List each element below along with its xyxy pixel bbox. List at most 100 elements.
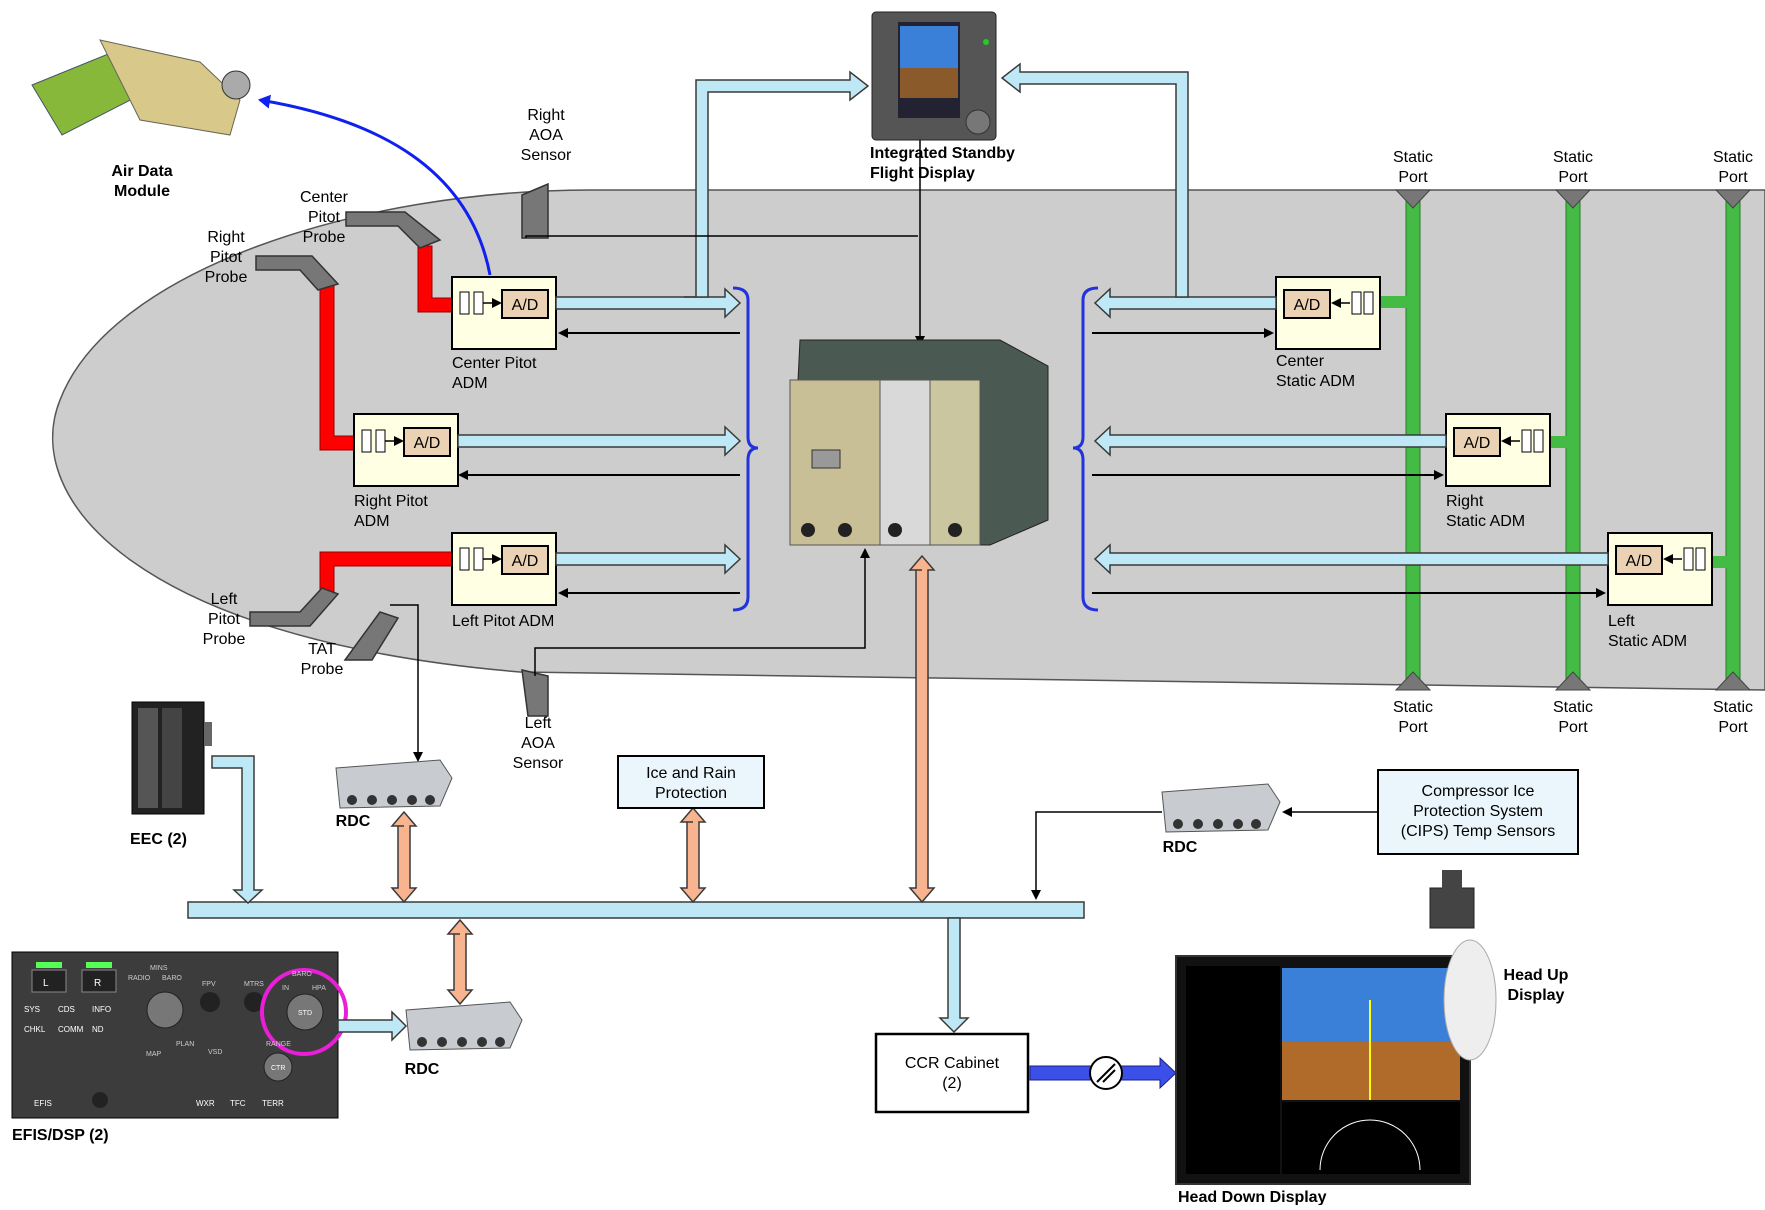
label-line: Sensor	[521, 147, 572, 164]
label-line: Ice and Rain	[646, 765, 736, 782]
label-rdc: RDC	[1163, 839, 1198, 856]
label-line: Protection	[655, 785, 727, 802]
center-pitot-adm-box	[452, 277, 556, 349]
eec-device	[132, 702, 212, 814]
efis-knob-label: STD	[298, 1010, 312, 1017]
rdc-device	[1162, 784, 1280, 832]
efis-bottom-button: EFIS	[34, 1099, 52, 1108]
label-eec: EEC (2)	[130, 831, 187, 848]
label-line: Probe	[205, 269, 248, 286]
efis-button: ND	[92, 1025, 104, 1034]
ccr-cabinet-box	[876, 1034, 1028, 1112]
central-computer	[790, 340, 1048, 545]
label-line: AOA	[521, 735, 555, 752]
label-line: Static ADM	[1608, 633, 1687, 650]
efis-button: INFO	[92, 1005, 111, 1014]
static-port-label: Port	[1398, 719, 1428, 736]
label-line: (CIPS) Temp Sensors	[1401, 823, 1555, 840]
efis-button: CDS	[58, 1005, 75, 1014]
left-pitot-adm-box	[452, 533, 556, 605]
label-air-data-module: Air Data Module	[111, 163, 172, 200]
static-port-label: Static	[1553, 149, 1593, 166]
label-rdc: RDC	[336, 813, 371, 830]
label-line: Module	[114, 183, 170, 200]
label-line: Pitot	[308, 209, 341, 226]
efis-button: COMM	[58, 1025, 84, 1034]
static-port-label: Port	[1398, 169, 1428, 186]
static-port-label: Port	[1718, 169, 1748, 186]
label-right-aoa: Right AOA Sensor	[521, 107, 572, 164]
label-hdd: Head Down Display	[1178, 1189, 1327, 1205]
label-line: Protection System	[1413, 803, 1543, 820]
efis-button: CHKL	[24, 1025, 46, 1034]
label-rdc: RDC	[405, 1061, 440, 1078]
right-static-adm-box	[1446, 414, 1550, 486]
label-line: Center	[300, 189, 349, 206]
label-line: ADM	[452, 375, 488, 392]
label-line: Right Pitot	[354, 493, 428, 510]
label-line: Flight Display	[870, 165, 975, 182]
label-tat-probe: TAT Probe	[301, 641, 344, 678]
label-line: CCR Cabinet	[905, 1055, 1000, 1072]
label-line: Probe	[203, 631, 246, 648]
label-line: AOA	[529, 127, 563, 144]
label-line: Right	[527, 107, 565, 124]
efis-knob-label: MINS	[150, 965, 168, 972]
efis-knob-label: PLAN	[176, 1041, 194, 1048]
label-line: Static ADM	[1446, 513, 1525, 530]
ad-label: A/D	[512, 553, 539, 570]
label-line: Pitot	[208, 611, 241, 628]
label-line: Left	[525, 715, 552, 732]
ad-label: A/D	[414, 435, 441, 452]
label-line: Compressor Ice	[1422, 783, 1535, 800]
label-line: TAT	[308, 641, 336, 658]
efis-knob-label: MAP	[146, 1051, 162, 1058]
label-line: Air Data	[111, 163, 172, 180]
efis-knob-label: BARO	[292, 971, 312, 978]
efis-knob-label: VSD	[208, 1049, 222, 1056]
label-line: Left	[211, 591, 238, 608]
label-hud: Head Up Display	[1504, 967, 1569, 1004]
ad-label: A/D	[1464, 435, 1491, 452]
label-line: Pitot	[210, 249, 243, 266]
rdc-to-bus-line	[1036, 812, 1162, 898]
bus-to-ccr-arrow	[940, 918, 968, 1032]
label-line: Probe	[301, 661, 344, 678]
left-aoa-sensor-icon	[522, 670, 548, 716]
air-data-module-device	[32, 40, 250, 135]
center-static-adm-box	[1276, 277, 1380, 349]
static-port-label: Static	[1393, 699, 1433, 716]
label-line: Right	[207, 229, 245, 246]
label-line: Head Up	[1504, 967, 1569, 984]
label-line: Center	[1276, 353, 1325, 370]
label-line: Center Pitot	[452, 355, 537, 372]
eec-to-bus-arrow	[212, 756, 262, 903]
efis-bottom-button: TERR	[262, 1099, 284, 1108]
efis-knob-label: RADIO	[128, 975, 151, 982]
efis-bottom-button: WXR	[196, 1099, 215, 1108]
label-line: Sensor	[513, 755, 564, 772]
static-port-label: Port	[1558, 719, 1588, 736]
head-down-display-device	[1176, 956, 1470, 1184]
label-line: (2)	[942, 1075, 962, 1092]
label-left-pitot-adm: Left Pitot ADM	[452, 613, 554, 630]
label-line: Probe	[303, 229, 346, 246]
left-static-adm-box	[1608, 533, 1712, 605]
rdc-device	[336, 760, 452, 808]
ad-label: A/D	[1294, 297, 1321, 314]
efis-button: SYS	[24, 1005, 40, 1014]
efis-knob-label: BARO	[162, 975, 182, 982]
label-line: Display	[1508, 987, 1565, 1004]
ad-label: A/D	[1626, 553, 1653, 570]
efis-knob-label: MTRS	[244, 981, 264, 988]
label-line: ADM	[354, 513, 390, 530]
label-efis: EFIS/DSP (2)	[12, 1127, 109, 1144]
efis-button-r: R	[94, 978, 101, 989]
label-line: Right	[1446, 493, 1484, 510]
isfd-device	[872, 12, 996, 140]
main-data-bus	[188, 902, 1084, 918]
efis-knob-label: CTR	[271, 1065, 285, 1072]
static-port-label: Port	[1558, 169, 1588, 186]
